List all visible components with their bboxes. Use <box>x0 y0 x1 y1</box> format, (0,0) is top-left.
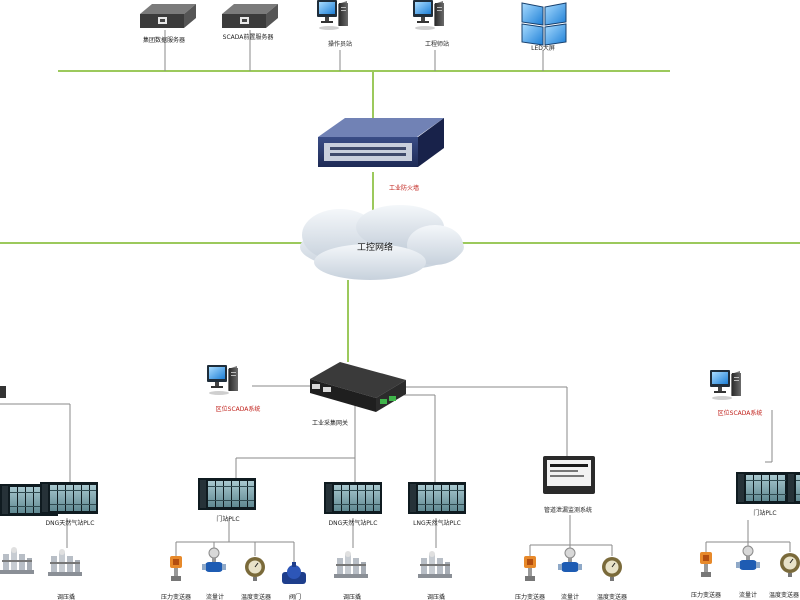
firewall-icon <box>318 118 444 167</box>
right-scada-label: 区位SCADA系统 <box>717 410 763 417</box>
right-gauge-icon <box>779 552 800 578</box>
mon-pressure-transmitter-icon <box>524 556 536 581</box>
mon-gauge-label: 温度变送器 <box>596 594 628 600</box>
right-flow-label: 流量计 <box>738 592 758 599</box>
mid-skid-2-icon <box>418 551 452 578</box>
scada-server-label: SCADA前置服务器 <box>222 34 274 41</box>
network-links <box>0 30 800 562</box>
leak-monitor-label: 管道泄漏监测系统 <box>543 507 593 514</box>
gateway-label: 工业采集网关 <box>311 420 349 427</box>
leak-monitor-icon <box>543 456 595 494</box>
cabinet-mid-1-icon <box>198 478 256 510</box>
mid-valve-icon <box>282 562 306 584</box>
cabinet-left-label: DNG天然气站PLC <box>45 520 95 527</box>
mid-pressure-transmitter-icon <box>170 556 182 581</box>
cabinet-mid-2-label: DNG天然气站PLC <box>328 520 378 527</box>
industrial-network-cloud <box>300 205 464 280</box>
right-gauge-label: 温度变送器 <box>768 592 800 599</box>
left-skid-icon <box>48 549 82 576</box>
right-pressure-transmitter-icon <box>700 552 712 577</box>
cabinet-mid-3-label: LNG天然气站PLC <box>413 520 461 527</box>
mid-gauge-icon <box>244 556 266 582</box>
cabinet-right-label: 门站PLC <box>753 510 777 517</box>
cabinet-left-icon <box>40 482 98 514</box>
engineer-workstation-label: 工程师站 <box>424 41 450 48</box>
mid-valve-label: 阀门 <box>288 594 302 600</box>
mid-pressure-label: 压力变送器 <box>160 594 192 600</box>
scada-server-icon <box>222 4 278 28</box>
operator-workstation-icon <box>317 0 348 30</box>
cabinet-mid-2-icon <box>324 482 382 514</box>
left-scada-workstation-icon <box>207 365 238 395</box>
cabinet-mid-1-label: 门站PLC <box>216 516 240 523</box>
engineer-workstation-icon <box>413 0 444 30</box>
operator-workstation-label: 操作员站 <box>327 41 353 48</box>
mid-skid-1-label: 调压撬 <box>342 594 362 600</box>
right-scada-workstation-icon <box>710 370 741 400</box>
mon-flowmeter-icon <box>557 547 583 573</box>
far-left-device-icon <box>0 386 6 398</box>
firewall-label: 工业防火墙 <box>388 185 420 192</box>
cabinet-mid-3-icon <box>408 482 466 514</box>
mon-pressure-label: 压力变送器 <box>514 594 546 600</box>
network-cloud-label: 工控网络 <box>356 243 394 253</box>
mid-flowmeter-icon <box>201 547 227 573</box>
mid-skid-2-label: 调压撬 <box>426 594 446 600</box>
display-wall-label: LED大屏 <box>531 45 555 52</box>
mon-gauge-icon <box>601 556 623 582</box>
data-server-label: 集团数据服务器 <box>142 37 186 44</box>
left-scada-label: 区位SCADA系统 <box>215 406 261 413</box>
cabinet-right-icon <box>736 472 794 504</box>
mon-flow-label: 流量计 <box>560 594 580 600</box>
skid-far-left-icon <box>0 547 34 574</box>
cabinet-right-edge-icon <box>786 472 800 504</box>
left-skid-label: 调压撬 <box>56 594 76 600</box>
mid-skid-1-icon <box>334 551 368 578</box>
mid-flow-label: 流量计 <box>205 594 225 600</box>
right-flowmeter-icon <box>735 545 761 571</box>
gateway-icon <box>310 362 406 412</box>
data-server-icon <box>140 4 196 28</box>
right-pressure-label: 压力变送器 <box>690 592 722 599</box>
mid-gauge-label: 温度变送器 <box>240 594 272 600</box>
display-wall-icon <box>521 2 567 46</box>
